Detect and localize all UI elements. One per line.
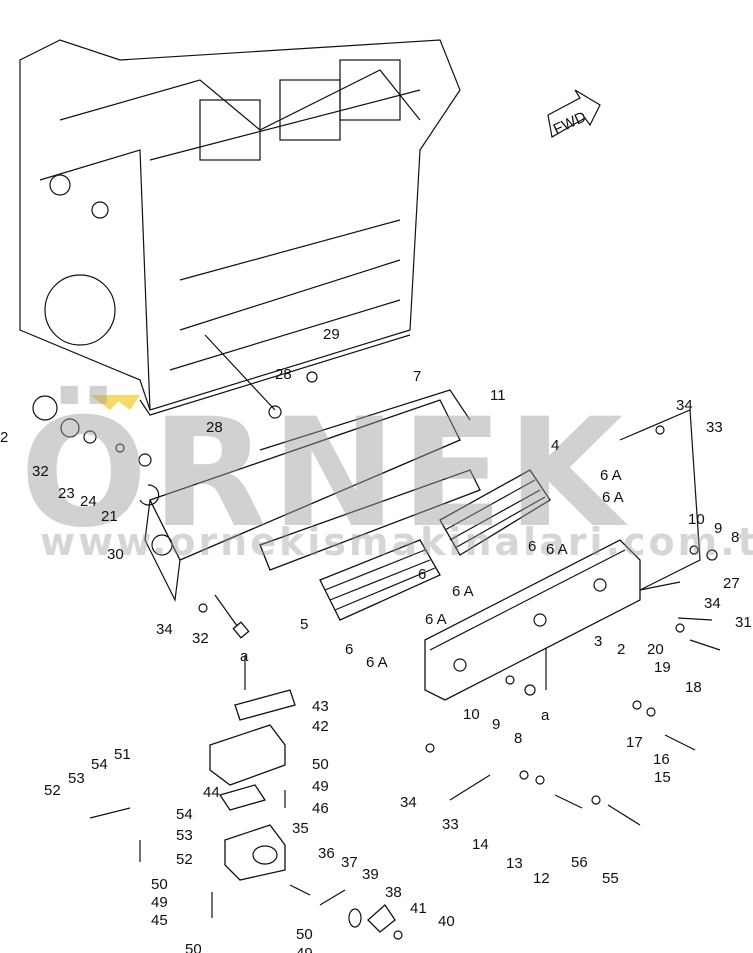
gasket: [259, 469, 481, 571]
part-label: 31: [735, 614, 752, 631]
part-label: 34: [676, 397, 693, 414]
engine-block: [19, 39, 461, 416]
part-label: 35: [292, 820, 309, 837]
part-label: 6 A: [452, 583, 474, 600]
part-label: 21: [101, 508, 118, 525]
part-label: 2: [617, 641, 625, 658]
cooler-core-lower: [319, 539, 441, 621]
part-label: 9: [492, 716, 500, 733]
part-label: 42: [312, 718, 329, 735]
part-label: 6 A: [546, 541, 568, 558]
part-label: 11: [490, 387, 506, 404]
part-label: 20: [647, 641, 664, 658]
part-label: 34: [704, 595, 721, 612]
part-label: 6: [528, 538, 536, 555]
part-label: 56: [571, 854, 588, 871]
part-label: 14: [472, 836, 489, 853]
part-label: 28: [275, 366, 292, 383]
part-label: 40: [438, 913, 455, 930]
part-label: 49: [296, 945, 313, 953]
part-label: 34: [400, 794, 417, 811]
part-label: 6 A: [600, 467, 622, 484]
part-label: 45: [151, 912, 168, 929]
part-label: 15: [654, 769, 671, 786]
part-label: 27: [723, 575, 740, 592]
part-label: 55: [602, 870, 619, 887]
cooler-cover: [424, 539, 641, 701]
part-label: 50: [312, 756, 329, 773]
part-label: 34: [156, 621, 173, 638]
part-label: 50: [185, 941, 202, 953]
part-label: 46: [312, 800, 329, 817]
part-label: 49: [151, 894, 168, 911]
part-label: 7: [413, 368, 421, 385]
part-label: 32: [192, 630, 209, 647]
part-label: 33: [706, 419, 723, 436]
watermark: ÖRNEK www.ornekismakinalari.com.tr: [20, 385, 753, 564]
part-label: 18: [685, 679, 702, 696]
part-label: 43: [312, 698, 329, 715]
part-label: 37: [341, 854, 358, 871]
part-label: 50: [296, 926, 313, 943]
part-label: 23: [58, 485, 75, 502]
part-label: 49: [312, 778, 329, 795]
part-label: 24: [80, 493, 97, 510]
part-label: 5: [300, 616, 308, 633]
part-label: 52: [44, 782, 61, 799]
part-label: 53: [68, 770, 85, 787]
cooler-core-upper: [439, 469, 551, 556]
fwd-arrow: FWD: [547, 89, 601, 138]
part-label: 13: [506, 855, 523, 872]
part-labels: 29 28 7 11 4 28 34 33 6 A 6 A 6 6 A 10 9…: [0, 326, 752, 953]
part-label: 2: [0, 429, 8, 446]
part-label: 33: [442, 816, 459, 833]
part-label: 29: [323, 326, 340, 343]
part-label: 54: [176, 806, 193, 823]
part-label: 4: [551, 437, 559, 454]
part-label: 44: [203, 784, 220, 801]
part-label: 28: [206, 419, 223, 436]
oil-cooler-housing: [144, 389, 471, 603]
part-label: a: [240, 648, 249, 665]
part-label: 50: [151, 876, 168, 893]
part-label: 6 A: [425, 611, 447, 628]
part-label: 38: [385, 884, 402, 901]
part-label: 6 A: [366, 654, 388, 671]
part-label: 52: [176, 851, 193, 868]
part-label: 53: [176, 827, 193, 844]
part-label: 19: [654, 659, 671, 676]
fwd-label: FWD: [551, 108, 589, 138]
part-label: 32: [32, 463, 49, 480]
small-parts: [32, 371, 718, 940]
part-label: 9: [714, 520, 722, 537]
watermark-logo: ÖRNEK: [20, 385, 628, 561]
part-label: 8: [514, 730, 522, 747]
part-label: 39: [362, 866, 379, 883]
part-label: 17: [626, 734, 643, 751]
part-label: 10: [688, 511, 705, 528]
watermark-url: www.ornekismakinalari.com.tr: [40, 520, 753, 564]
part-label: 6: [418, 566, 426, 583]
part-label: 54: [91, 756, 108, 773]
part-label: a: [541, 707, 550, 724]
part-label: 10: [463, 706, 480, 723]
part-label: 6 A: [602, 489, 624, 506]
part-label: 30: [107, 546, 124, 563]
part-label: 6: [345, 641, 353, 658]
part-label: 3: [594, 633, 602, 650]
bolts: [89, 581, 721, 918]
thermostat-housing: [209, 689, 296, 881]
part-label: 16: [653, 751, 670, 768]
part-label: 51: [114, 746, 131, 763]
part-label: 41: [410, 900, 427, 917]
part-label: 36: [318, 845, 335, 862]
part-label: 8: [731, 529, 739, 546]
part-label: 12: [533, 870, 550, 887]
